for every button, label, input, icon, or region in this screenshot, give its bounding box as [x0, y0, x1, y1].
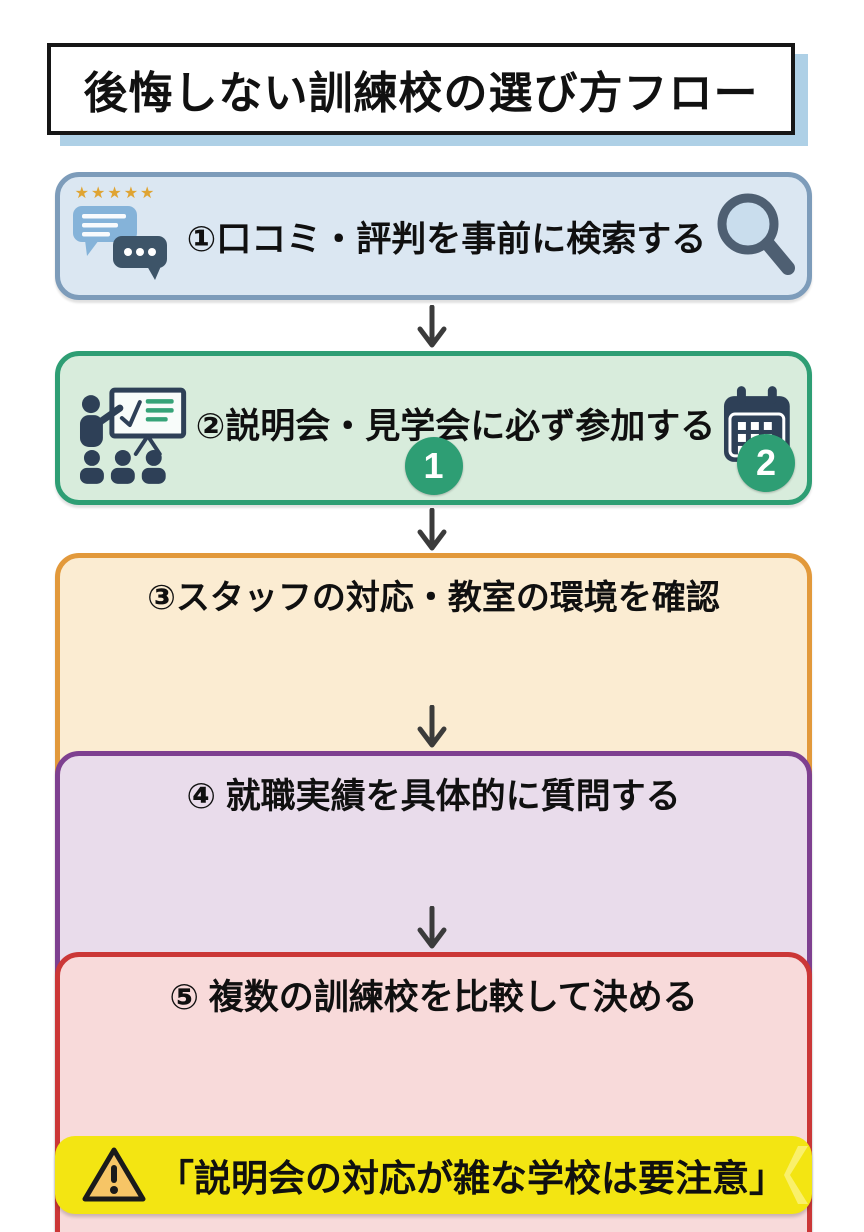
page-title: 後悔しない訓練校の選び方フロー: [83, 69, 759, 118]
step5-label: ⑤ 複数の訓練校を比較して決める: [169, 978, 698, 1017]
presentation-icon: [79, 387, 187, 484]
warning-icon: [82, 1147, 146, 1202]
down-arrow-icon: [417, 508, 447, 551]
down-arrow-icon: [417, 305, 447, 348]
step2-label: ②説明会・見学会に必ず参加する: [195, 407, 716, 446]
ribbon-chevron-icon: [784, 1146, 808, 1204]
speech-bubbles-icon: [72, 206, 167, 280]
badge-1: 1: [404, 437, 463, 495]
search-icon: [717, 193, 796, 275]
warning-bar: 「説明会の対応が雑な学校は要注意」: [55, 1136, 812, 1214]
step3-label: ③スタッフの対応・教室の環境を確認: [147, 579, 720, 617]
step2-box: ②説明会・見学会に必ず参加する 1 2: [55, 351, 812, 505]
down-arrow-icon: [417, 705, 447, 748]
warning-label: 「説明会の対応が雑な学校は要注意」: [157, 1158, 786, 1199]
step4-label: ④ 就職実績を具体的に質問する: [186, 777, 681, 816]
title-box: 後悔しない訓練校の選び方フロー: [47, 43, 795, 135]
step1-box: ★★★★★ ①口コミ・評判を事前に検索する: [55, 172, 812, 300]
star-rating-icon: ★★★★★: [74, 185, 157, 202]
down-arrow-icon: [417, 906, 447, 949]
badge-2: 2: [737, 434, 795, 492]
review-icon: ★★★★★: [69, 186, 181, 280]
step1-label: ①口コミ・評判を事前に検索する: [186, 219, 707, 259]
